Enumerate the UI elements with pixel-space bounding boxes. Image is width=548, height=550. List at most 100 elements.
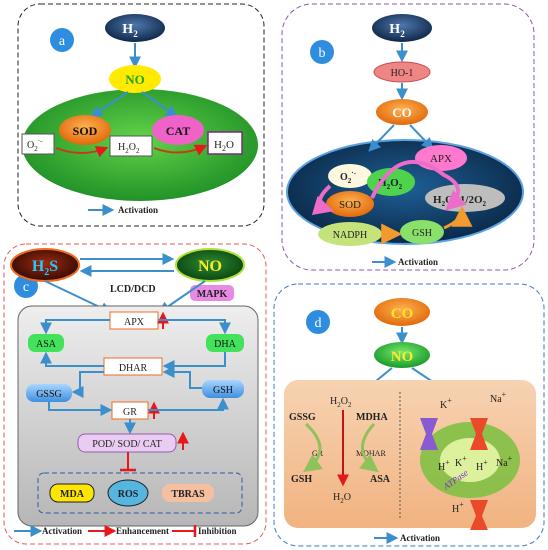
mdha-label-d: MDHA [356, 412, 388, 423]
panel-a-letter: a [59, 34, 66, 49]
h2-node-a [105, 14, 165, 42]
legend-inhibition-label-c: Inhibition [198, 526, 237, 536]
tbras-node-c [162, 484, 214, 502]
h-bottom-label-d: H+ [452, 500, 464, 515]
gssg-label-c: GSSG [36, 389, 62, 400]
cat-node-a [152, 115, 204, 145]
mdhar-label-d: MDHAR [356, 449, 386, 458]
h2o-label-d: H2O [333, 492, 351, 505]
co-label-b: CO [392, 105, 412, 120]
arrow-o2-h2o2-a [55, 146, 109, 158]
na-top-label-d: Na+ [490, 390, 507, 405]
no-node-a [109, 65, 161, 93]
panel-c-border [3, 243, 267, 545]
water-label-b: H2O+1/2O2 [433, 194, 487, 208]
panel-a-letter-badge [50, 28, 74, 52]
gsh-node-c [202, 380, 244, 398]
gsh-label-c: GSH [213, 385, 233, 396]
no-label-d: NO [391, 349, 414, 365]
co-node-b [376, 99, 428, 125]
o2-label-b: O2·- [340, 169, 357, 185]
arrow-gssg-gsh-d [303, 422, 323, 473]
arrow-h2o2-water-b [370, 159, 467, 211]
nadph-node-b [318, 222, 382, 246]
legend-activation-label-c: Activation [42, 526, 82, 536]
h2o2-label-d: H2O2 [330, 396, 352, 409]
dha-label-c: DHA [214, 339, 236, 350]
gsh-label-b: GSH [412, 228, 432, 239]
legend-enhancement-label-c: Enhancement [116, 526, 169, 536]
atpase-channel-icon [470, 500, 488, 530]
o2-label-a: O2·- [27, 137, 43, 153]
no-label-c: NO [198, 258, 222, 275]
legend-label-a: Activation [118, 205, 158, 215]
co-node-d [374, 298, 430, 326]
arrow-dhar-gssg-c [71, 371, 104, 398]
panel-b-letter-badge [310, 40, 334, 64]
lcd-label-c: LCD/DCD [110, 284, 156, 295]
gssg-node-c [26, 384, 72, 402]
o2-node-b [328, 164, 372, 188]
gr-label-c: GR [123, 407, 137, 418]
panel-b: b H2 HO-1 CO O2·- SOD H2O2 APX H2O+1/2O2… [281, 3, 535, 271]
arrow-dhar-asa-c [40, 351, 104, 367]
panel-d: d CO NO H2O2 H2O GSSG MDHA GR MDHAR GSH … [273, 283, 545, 547]
arrow-apx-dha-c [158, 319, 231, 335]
legend-label-b: Activation [398, 257, 438, 267]
dha-node-c [206, 334, 244, 352]
panel-a-border [17, 3, 265, 227]
h2o2-box-a [109, 135, 153, 157]
stress-marker-box-c [37, 472, 243, 514]
h2o2-label-a: H2O2 [118, 142, 140, 155]
no-node-c [175, 248, 245, 282]
arrow-co-h2o2-b [368, 124, 395, 152]
ho1-node-b [373, 61, 431, 83]
gsh-node-b [400, 220, 444, 244]
na-inner-label-d: Na+ [496, 454, 513, 469]
h2s-label-c: H2S [32, 258, 58, 278]
asa-label-d: ASA [370, 474, 391, 485]
gssg-label-d: GSSG [289, 412, 316, 423]
mda-node-c [49, 483, 95, 503]
panel-b-letter: b [319, 46, 326, 61]
k-inner-label-d: K+ [455, 454, 467, 469]
sod-label-a: SOD [73, 124, 98, 138]
arrow-gsh-dhar-c [162, 366, 202, 389]
arrow-dha-dhar-c [162, 352, 226, 372]
mapk-label-c: MAPK [197, 289, 228, 300]
arrow-gssg-gr-c [48, 402, 113, 416]
co-label-d: CO [391, 306, 414, 322]
na-channel-icon [470, 418, 488, 450]
arrow-h2o2-h2o-a [153, 144, 208, 156]
sod-node-a [59, 115, 111, 145]
apx-label-c: APX [124, 317, 145, 328]
o2-box-a [21, 133, 55, 155]
panel-a: a H2 NO SOD CAT O2·- H2O2 H2O Activation [17, 3, 265, 227]
h2-label-a: H2 [122, 22, 138, 39]
tbras-label-c: TBRAS [171, 489, 205, 500]
arrow-no-sod-a [90, 91, 129, 118]
dhar-label-c: DHAR [119, 363, 148, 374]
k-channel-icon [420, 418, 438, 450]
nadph-label-b: NADPH [333, 230, 367, 241]
panel-b-border [281, 3, 535, 271]
h-inner-label-d: H+ [476, 458, 488, 473]
arrow-o2-sod-b [311, 184, 334, 215]
h2o-box-a [207, 131, 243, 155]
no-node-d [374, 342, 430, 368]
no-label-a: NO [125, 72, 145, 87]
panel-c-letter: c [23, 280, 29, 295]
panel-d-letter-badge [306, 310, 330, 334]
legend-label-d: Activation [400, 533, 440, 543]
ros-node-c [107, 479, 149, 507]
asa-node-c [28, 334, 64, 352]
ho1-label-b: HO-1 [391, 68, 414, 79]
arrow-co-apx-b [409, 124, 434, 150]
arrow-no-cat-a [141, 91, 178, 118]
mapk-box-c [190, 285, 234, 301]
h2-node-b [372, 14, 432, 42]
arrow-gsh-water-b [443, 205, 473, 230]
arrow-gr-gsh-c [148, 397, 229, 411]
apx-label-b: APX [430, 153, 452, 165]
